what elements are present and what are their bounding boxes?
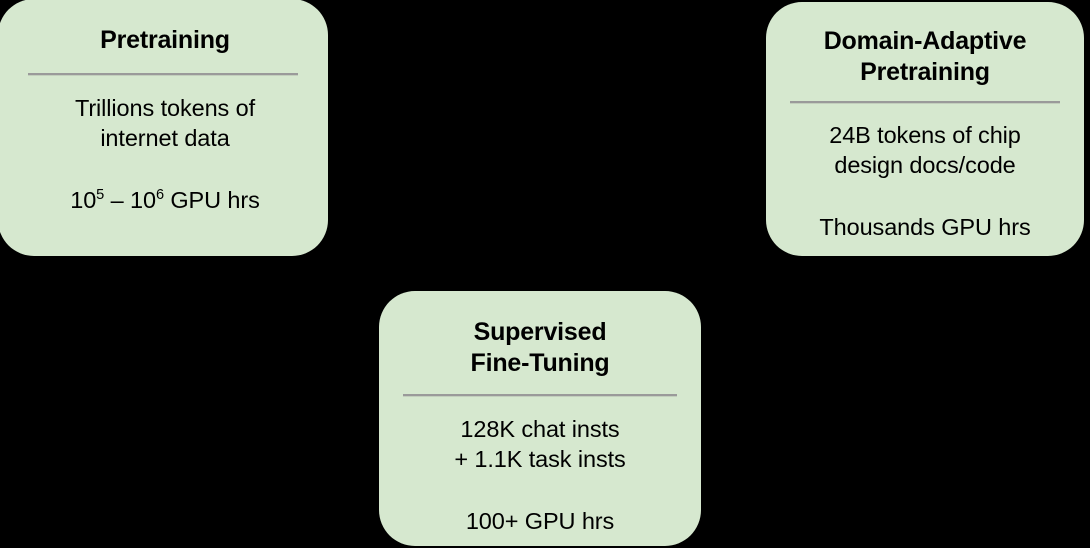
card-domain-adaptive-pretraining-divider-wrap	[788, 101, 1062, 104]
card-supervised-fine-tuning: Supervised Fine-Tuning 128K chat insts +…	[379, 291, 701, 546]
compute-unit: GPU hrs	[163, 186, 260, 213]
compute-exponent-1: 5	[96, 186, 105, 203]
card-supervised-fine-tuning-compute-line: 100+ GPU hrs	[465, 508, 615, 535]
compute-separator: – 10	[104, 186, 156, 213]
card-supervised-fine-tuning-body: 128K chat insts + 1.1K task insts 100+ G…	[401, 397, 679, 536]
card-supervised-fine-tuning-data-line: 128K chat insts + 1.1K task insts	[454, 416, 626, 473]
card-domain-adaptive-pretraining-data-line: 24B tokens of chip design docs/code	[829, 122, 1021, 179]
card-domain-adaptive-pretraining-title: Domain-Adaptive Pretraining	[823, 27, 1027, 86]
card-supervised-fine-tuning-divider	[403, 394, 677, 397]
compute-exponent-2: 6	[155, 186, 164, 203]
card-domain-adaptive-pretraining-compute-line: Thousands GPU hrs	[819, 214, 1031, 241]
card-pretraining-divider	[28, 72, 298, 76]
card-pretraining-divider-wrap	[28, 72, 302, 76]
card-pretraining-compute-line: 105 – 106 GPU hrs	[28, 185, 302, 215]
card-pretraining: Pretraining Trillions tokens of internet…	[0, 0, 328, 256]
card-supervised-fine-tuning-divider-wrap	[401, 394, 679, 397]
card-pretraining-body: Trillions tokens of internet data 105 – …	[28, 76, 302, 239]
card-pretraining-data-line: Trillions tokens of internet data	[74, 94, 256, 151]
card-pretraining-title: Pretraining	[100, 26, 230, 54]
card-supervised-fine-tuning-title: Supervised Fine-Tuning	[470, 318, 610, 377]
compute-base-1: 10	[70, 186, 97, 213]
card-domain-adaptive-pretraining-body: 24B tokens of chip design docs/code Thou…	[788, 104, 1062, 242]
card-domain-adaptive-pretraining: Domain-Adaptive Pretraining 24B tokens o…	[766, 2, 1084, 256]
card-domain-adaptive-pretraining-divider	[790, 101, 1060, 104]
